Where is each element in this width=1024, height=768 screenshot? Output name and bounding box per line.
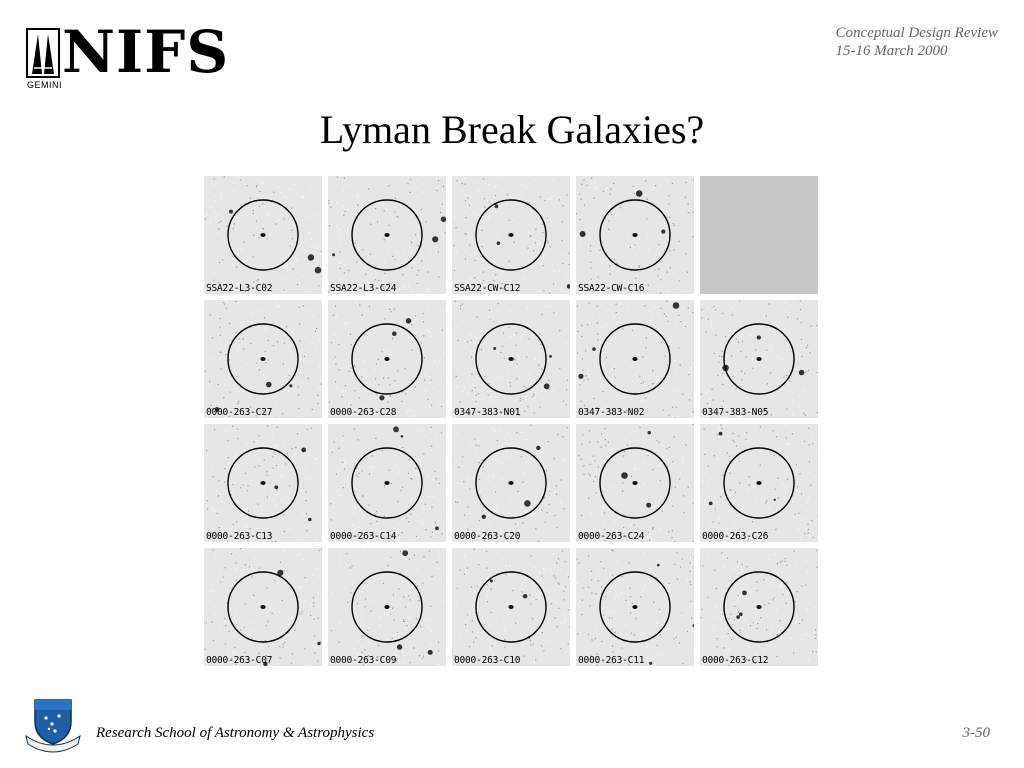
image-label: SSA22-CW-C12	[454, 283, 521, 294]
logo-wordmark: NIFS	[62, 18, 230, 86]
galaxy-image-tile: 0000-263-C10	[452, 548, 570, 666]
galaxy-field-image	[452, 176, 570, 294]
image-label: SSA22-L3-C24	[330, 283, 397, 294]
galaxy-field-image	[204, 548, 322, 666]
galaxy-image-tile: SSA22-L3-C02	[204, 176, 322, 294]
aperture-circle	[227, 447, 299, 519]
galaxy-field-image	[576, 176, 694, 294]
aperture-circle	[475, 199, 547, 271]
aperture-circle	[227, 199, 299, 271]
aperture-circle	[351, 447, 423, 519]
galaxy-field-image	[700, 424, 818, 542]
anu-crest-icon	[25, 699, 81, 753]
conference-dates: 15-16 March 2000	[835, 43, 948, 59]
galaxy-image-tile: 0000-263-C14	[328, 424, 446, 542]
galaxy-image-tile: 0000-263-C28	[328, 300, 446, 418]
galaxy-field-image	[454, 548, 570, 665]
galaxy-image-tile: 0000-263-C26	[700, 424, 818, 542]
galaxy-image-tile: 0000-263-C12	[700, 548, 818, 666]
aperture-circle	[227, 571, 299, 643]
galaxy-image-grid: SSA22-L3-C02 SSA22-L3-C24 SSA22-CW-C12 SSA2…	[204, 176, 818, 666]
image-label: 0000-263-C28	[330, 407, 397, 418]
image-label: 0000-263-C07	[206, 655, 273, 666]
galaxy-field-image	[454, 424, 569, 542]
slide-title: Lyman Break Galaxies?	[319, 107, 705, 152]
conference-info: Conceptual Design Review 15-16 March 200…	[836, 24, 998, 60]
aperture-circle	[599, 199, 671, 271]
galaxy-field-image	[700, 549, 818, 666]
aperture-circle	[599, 571, 671, 643]
galaxy-field-image	[204, 300, 322, 418]
aperture-circle	[723, 323, 795, 395]
galaxy-image-tile: 0000-263-C09	[328, 548, 446, 666]
galaxy-field-image	[204, 176, 322, 293]
image-label: 0000-263-C12	[702, 655, 769, 666]
image-label: 0000-263-C24	[578, 531, 645, 542]
image-label: 0000-263-C09	[330, 655, 397, 666]
galaxy-image-tile: SSA22-L3-C24	[328, 176, 446, 294]
galaxy-field-image	[330, 548, 446, 666]
galaxy-image-tile: 0000-263-C07	[204, 548, 322, 666]
galaxy-field-image	[328, 176, 446, 294]
aperture-circle	[475, 323, 547, 395]
aperture-circle	[599, 447, 671, 519]
aperture-circle	[475, 447, 547, 519]
image-label: SSA22-CW-C16	[578, 283, 645, 294]
galaxy-image-tile: 0000-263-C24	[576, 424, 694, 542]
galaxy-field-image	[576, 548, 694, 666]
galaxy-field-image	[578, 424, 694, 542]
image-label: SSA22-L3-C02	[206, 283, 273, 294]
galaxy-field-image	[328, 300, 445, 418]
aperture-circle	[723, 571, 795, 643]
logo-subtext: GEMINI	[27, 80, 63, 90]
image-label: 0000-263-C13	[206, 531, 273, 542]
galaxy-image-tile: 0347-383-N05	[700, 300, 818, 418]
galaxy-field-image	[204, 425, 321, 542]
image-label: 0347-383-N02	[578, 407, 645, 418]
image-label: 0347-383-N05	[702, 407, 769, 418]
footer-institution: Research School of Astronomy & Astrophys…	[96, 725, 375, 741]
galaxy-image-tile: SSA22-CW-C16	[576, 176, 694, 294]
image-label: 0000-263-C20	[454, 531, 521, 542]
galaxy-image-tile: 0000-263-C11	[576, 548, 694, 666]
galaxy-image-tile: 0000-263-C13	[204, 424, 322, 542]
galaxy-field-image	[454, 300, 570, 418]
aperture-circle	[227, 323, 299, 395]
nifs-logo: NIFS GEMINI	[26, 20, 228, 90]
empty-image-tile	[700, 176, 818, 294]
aperture-circle	[723, 447, 795, 519]
galaxy-image-tile: 0000-263-C20	[452, 424, 570, 542]
image-label: 0000-263-C14	[330, 531, 397, 542]
aperture-circle	[351, 323, 423, 395]
galaxy-field-image	[330, 425, 446, 542]
galaxy-image-tile: 0000-263-C27	[204, 300, 322, 418]
galaxy-image-tile: 0347-383-N02	[576, 300, 694, 418]
image-label: 0000-263-C10	[454, 655, 521, 666]
image-label: 0000-263-C26	[702, 531, 769, 542]
aperture-circle	[351, 571, 423, 643]
galaxy-image-tile: 0347-383-N01	[452, 300, 570, 418]
aperture-circle	[351, 199, 423, 271]
galaxy-image-tile: SSA22-CW-C12	[452, 176, 570, 294]
galaxy-field-image	[700, 300, 818, 418]
gemini-telescope-icon	[26, 28, 60, 78]
conference-title: Conceptual Design Review	[835, 25, 998, 41]
aperture-circle	[475, 571, 547, 643]
aperture-circle	[599, 323, 671, 395]
image-label: 0000-263-C27	[206, 407, 273, 418]
page-number: 3-50	[962, 725, 991, 741]
image-label: 0000-263-C11	[578, 655, 645, 666]
image-label: 0347-383-N01	[454, 407, 521, 418]
galaxy-field-image	[576, 300, 694, 418]
